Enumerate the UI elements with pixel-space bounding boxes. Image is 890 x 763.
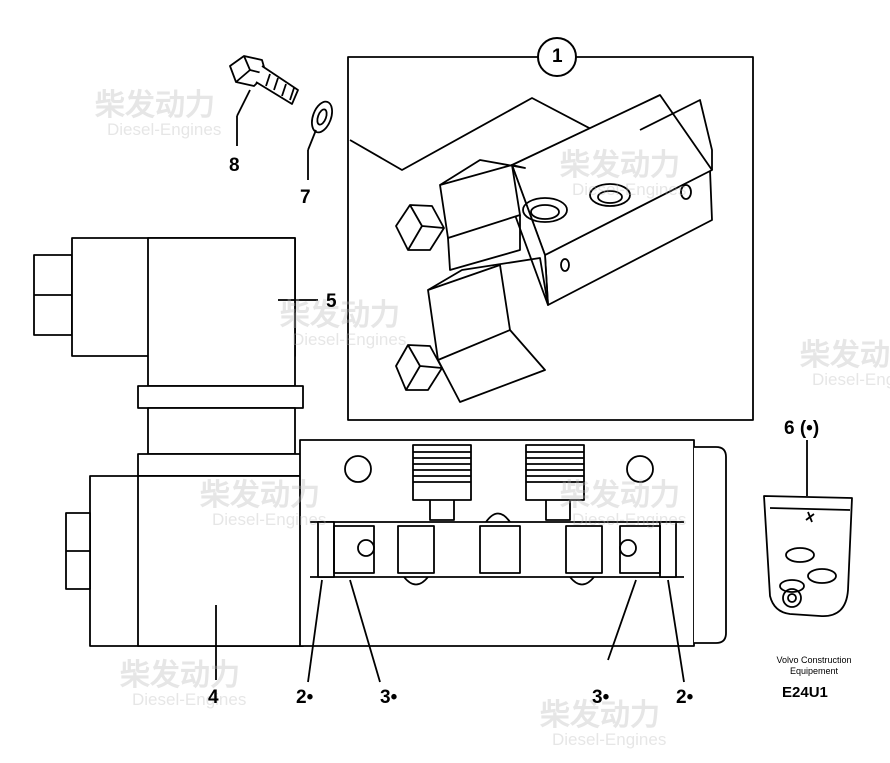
callout-label-6: 6 (•): [784, 418, 820, 439]
washer-part: [311, 100, 333, 134]
callout-label-5: 5: [326, 291, 337, 312]
upper-solenoid-coil: [33, 237, 304, 455]
brand-caption: Volvo Construction Equipement: [758, 655, 870, 677]
leader-line-7: [307, 129, 317, 151]
callout-circle-1: [537, 37, 577, 77]
leader-line-2-right: [667, 579, 685, 683]
callout-label-3-right: 3•: [592, 687, 610, 708]
seal-kit-bag: [763, 495, 853, 617]
callout-label-2-right: 2•: [676, 687, 694, 708]
callout-label-7: 7: [300, 187, 311, 208]
leader-line-3-right: [607, 579, 637, 661]
leader-line-2-left: [307, 579, 323, 683]
leader-line-1: [349, 97, 613, 171]
callout-label-3-left: 3•: [380, 687, 398, 708]
brand-line-1: Volvo Construction: [776, 655, 852, 665]
drawing-code: E24U1: [782, 684, 828, 701]
lower-solenoid-coil: [65, 453, 304, 647]
callout-label-4: 4: [208, 687, 219, 708]
valve-assembly-iso: [395, 94, 713, 403]
callout-label-8: 8: [229, 155, 240, 176]
callout-label-1: 1: [552, 46, 563, 67]
valve-body-section: [299, 439, 727, 647]
leader-line-3-left: [349, 579, 381, 683]
leader-line-8: [236, 89, 251, 117]
bolt-part: [229, 55, 299, 105]
brand-line-2: Equipement: [789, 666, 839, 676]
callout-label-2-left: 2•: [296, 687, 314, 708]
